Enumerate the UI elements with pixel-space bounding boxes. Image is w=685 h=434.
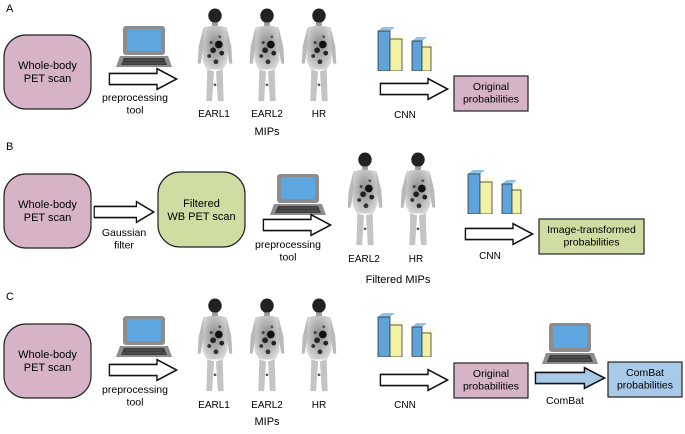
mip-label: EARL2 [348,254,380,265]
mip-label: EARL2 [251,400,283,411]
arrow-right-icon [379,368,449,392]
panel-letter-c: C [6,291,14,303]
original-probabilities-box-a [453,75,529,112]
arrow-right-icon [464,222,534,246]
mip-label: HR [312,400,326,411]
mip-label: EARL1 [198,400,230,411]
combat-label: ComBat [546,395,584,407]
filtered-wb-pet-box [157,171,246,248]
mip-image-hr-b [400,152,436,246]
mip-label: EARL2 [251,109,283,120]
whole-body-pet-box-c [3,323,92,399]
whole-body-pet-box-a [3,34,92,110]
arrow-right-icon [262,213,332,237]
arrow-right-icon [534,366,606,390]
computer-icon [115,26,173,68]
arrow-right-icon [93,200,155,224]
whole-body-pet-box-b [3,173,92,249]
mip-image-hr-a [301,8,337,102]
panel-letter-b: B [6,141,13,153]
panel-letter-a: A [6,3,14,15]
arrow-right-icon [108,358,178,382]
cnn-label-a: CNN [394,110,416,121]
mips-group-label-a: MIPs [254,126,280,138]
mip-image-earl2-a [249,8,285,102]
mip-label: EARL1 [198,109,230,120]
computer-icon [115,316,173,358]
computer-icon [541,323,599,365]
mip-image-earl1-c [197,298,233,392]
image-transformed-probabilities-box [538,218,645,255]
cnn-label-c: CNN [394,400,416,411]
cnn-icon [377,27,437,71]
mip-image-hr-c [301,298,337,392]
mip-image-earl1-a [197,8,233,102]
combat-probabilities-box [607,361,683,398]
original-probabilities-box-c [453,362,529,399]
mip-image-earl2-c [249,298,285,392]
mip-image-earl2-b [347,152,383,246]
cnn-icon [377,313,437,357]
filtered-mips-group-label: Filtered MIPs [366,274,431,286]
computer-icon [269,174,327,216]
cnn-icon [467,170,527,214]
cnn-label-b: CNN [479,251,501,262]
arrow-right-icon [379,77,449,101]
mip-label: HR [409,254,423,265]
arrow-right-icon [108,67,178,91]
mips-group-label-c: MIPs [254,416,280,428]
mip-label: HR [312,109,326,120]
